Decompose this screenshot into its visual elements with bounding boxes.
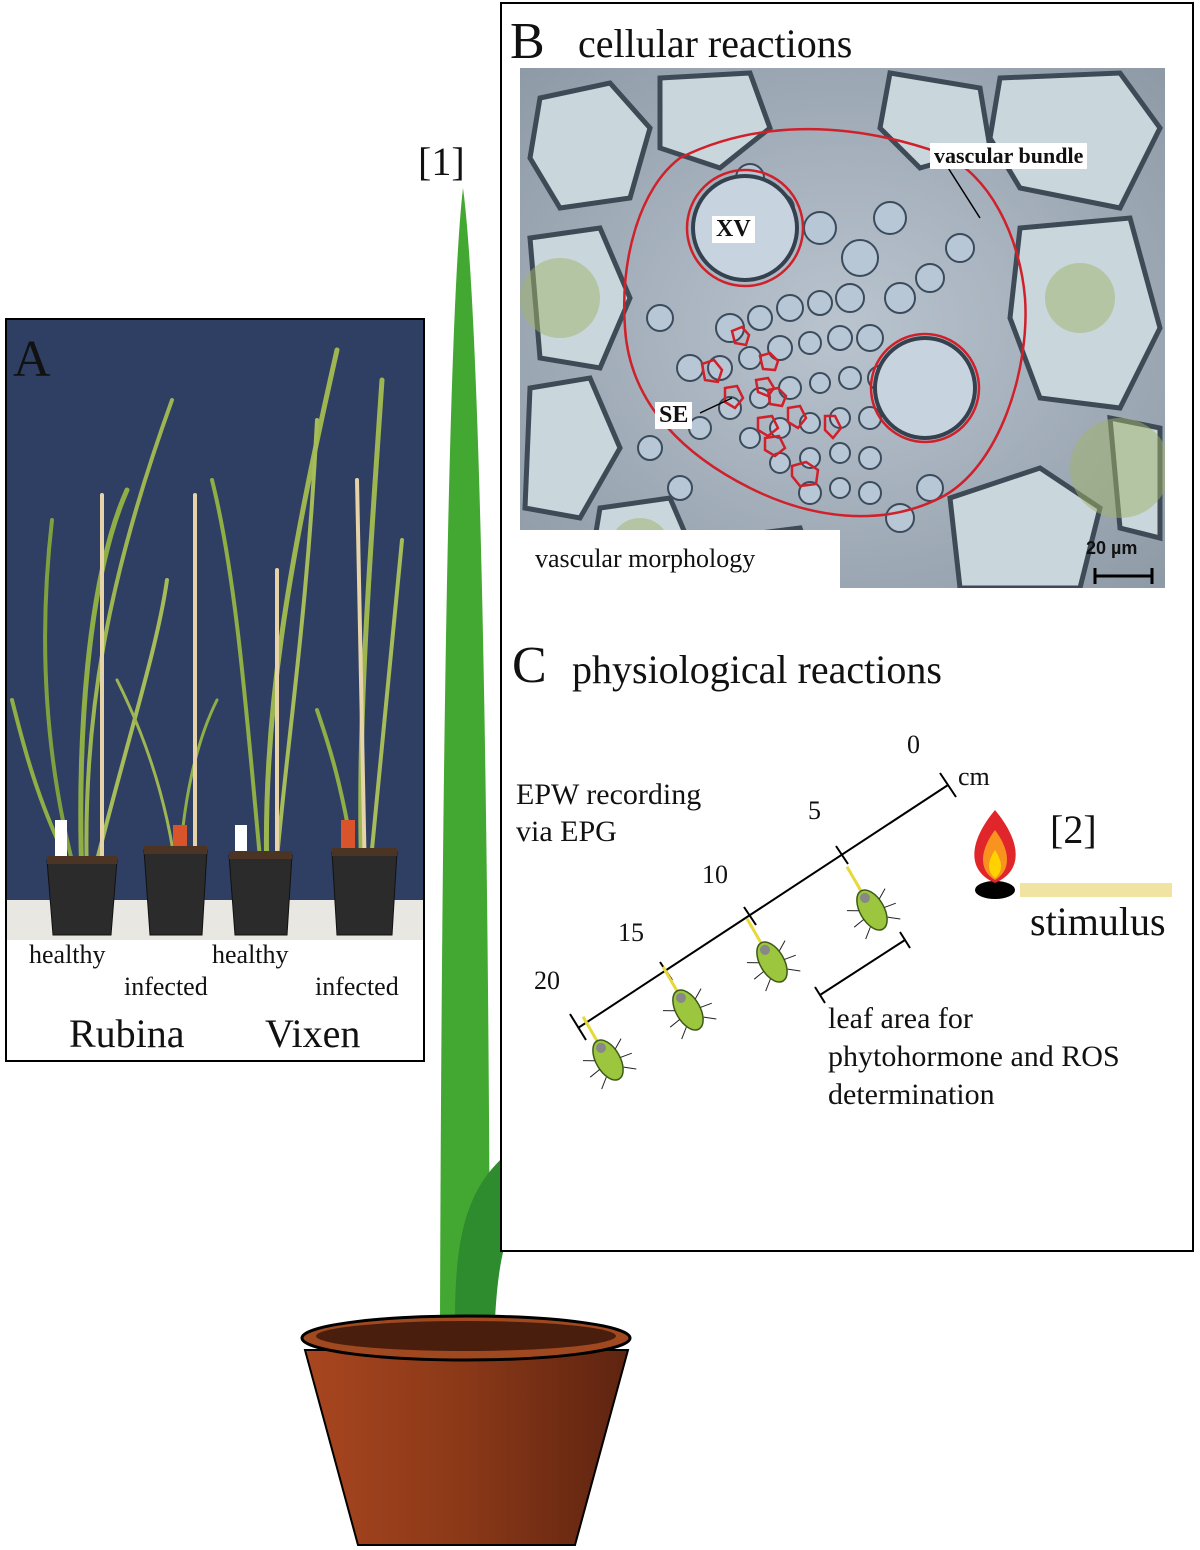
aphid-4: [845, 865, 901, 940]
ruler-tick-10: 10: [702, 860, 728, 889]
aphid-1: [581, 1015, 637, 1090]
plants-photo: [7, 320, 423, 940]
ruler-unit: cm: [958, 762, 990, 791]
vertical-leaf: [440, 188, 490, 1320]
label-infected-2: infected: [315, 972, 399, 1001]
panel-a-letter: A: [13, 331, 51, 388]
panel-b-letter: B: [510, 13, 545, 70]
panel-a: A healthy infected healthy infected Rubi…: [5, 318, 425, 1062]
vascular-bundle-outline: [623, 127, 1027, 518]
panel-c-letter: C: [512, 637, 547, 694]
ruler-tick-15: 15: [618, 918, 644, 947]
label-xv: XV: [712, 216, 755, 243]
epw-label-line2: via EPG: [516, 815, 617, 848]
scale-bar-label: 20 µm: [1086, 538, 1138, 558]
micrograph-caption: vascular morphology: [535, 544, 756, 573]
label-infected-1: infected: [124, 972, 208, 1001]
cultivar-vixen: Vixen: [265, 1011, 361, 1056]
panel-c-title: physiological reactions: [572, 647, 942, 692]
ruler-tick-5: 5: [808, 796, 821, 825]
stimulus-label: stimulus: [1030, 899, 1166, 944]
micrograph: [520, 68, 1165, 588]
aphid-3: [745, 917, 801, 992]
leaf-area-line-1: leaf area for: [828, 1002, 973, 1035]
marker-1: [1]: [418, 139, 465, 184]
epw-label-line1: EPW recording: [516, 778, 702, 811]
ruler-tick-0: 0: [907, 730, 920, 759]
leaf-area-line-3: determination: [828, 1078, 995, 1111]
label-healthy-2: healthy: [212, 940, 289, 969]
ruler-tick-20: 20: [534, 966, 560, 995]
ruler-line: [577, 784, 949, 1029]
epg-setup: [569, 772, 1172, 1090]
cultivar-rubina: Rubina: [69, 1011, 185, 1056]
label-vascular-bundle: vascular bundle: [930, 143, 1088, 169]
panel-b-title: cellular reactions: [578, 21, 853, 66]
pot-body: [303, 1349, 630, 1546]
label-se: SE: [655, 402, 693, 429]
aphid-2: [661, 965, 717, 1040]
leaf-area-line-2: phytohormone and ROS: [828, 1040, 1120, 1073]
marker-2: [2]: [1050, 807, 1097, 852]
label-healthy-1: healthy: [29, 940, 106, 969]
